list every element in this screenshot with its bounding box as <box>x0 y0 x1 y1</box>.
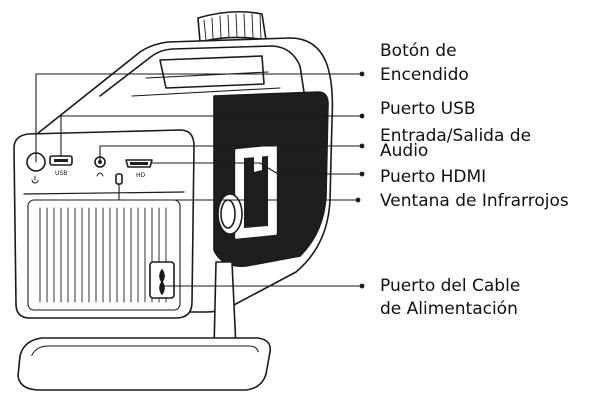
callout-hdmi: Puerto HDMI <box>380 168 486 187</box>
callout-usb: Puerto USB <box>380 100 476 119</box>
callout-power-cable-line2: de Alimentación <box>380 299 518 319</box>
callout-usb-line1: Puerto USB <box>380 99 476 119</box>
hd-label: HD <box>136 172 146 179</box>
callout-power: Botón de Encendido <box>380 42 469 85</box>
leader-audio <box>99 145 361 163</box>
callout-ir-line1: Ventana de Infrarrojos <box>380 191 569 211</box>
callout-audio-line2: Audio <box>380 141 429 161</box>
ir-window <box>115 173 123 185</box>
stand-base <box>17 337 272 391</box>
top-panel <box>99 45 305 97</box>
callout-audio: Entrada/Salida de Audio <box>380 127 531 161</box>
top-vent <box>159 55 265 89</box>
stand-arm <box>213 261 237 351</box>
leader-lines <box>35 73 361 287</box>
callout-power-cable: Puerto del Cable de Alimentación <box>380 277 520 319</box>
callout-hdmi-line1: Puerto HDMI <box>380 167 487 187</box>
tilt-knob <box>217 193 243 235</box>
leader-usb <box>60 115 361 157</box>
leader-dots <box>355 71 365 289</box>
hdmi-port <box>125 159 153 168</box>
leader-ir <box>118 183 357 201</box>
callout-ir: Ventana de Infrarrojos <box>380 192 569 211</box>
callout-power-line1: Botón de <box>380 41 457 61</box>
callout-power-cable-line1: Puerto del Cable <box>380 276 521 296</box>
focus-wheel <box>197 10 267 43</box>
leader-hdmi <box>151 162 361 175</box>
callout-power-line2: Encendido <box>380 65 469 85</box>
leader-power <box>35 73 361 163</box>
power-cable-port <box>149 261 175 299</box>
usb-port <box>49 155 73 166</box>
callout-audio-line1: Entrada/Salida de <box>380 126 532 146</box>
usb-label: USB <box>55 170 67 177</box>
speaker-grille <box>27 199 181 311</box>
